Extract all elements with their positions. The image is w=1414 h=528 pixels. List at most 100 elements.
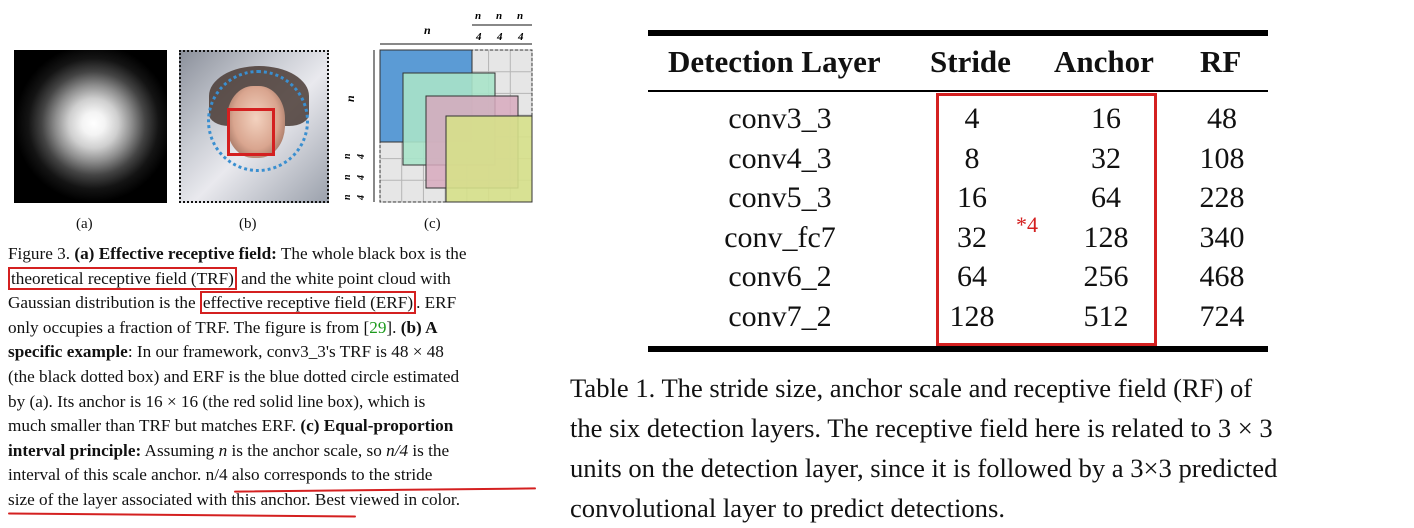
caption-text: by (a). Its anchor is 16 × 16 (the red s… xyxy=(8,391,426,411)
caption-text: (the black dotted box) and ERF is the bl… xyxy=(8,366,460,386)
caption-text: The whole black box is the xyxy=(276,244,467,263)
underlined-phrase: size of the layer associated with this a… xyxy=(8,489,307,509)
scale-annotation: *4 xyxy=(1016,212,1038,237)
svg-text:n: n xyxy=(517,10,523,22)
anchor-cell: 32 xyxy=(1091,141,1121,175)
caption-text: . ERF xyxy=(416,293,457,313)
caption-text: interval principle: xyxy=(8,440,142,460)
caption-text: n/4 xyxy=(386,440,409,460)
anchor-cell: 256 xyxy=(1083,260,1129,294)
caption-line: only occupies a fraction of TRF. The fig… xyxy=(8,316,536,341)
stride-cell: 16 xyxy=(957,181,987,215)
panel-c-label: (c) xyxy=(424,216,441,232)
layer-cell: conv6_2 xyxy=(728,260,832,294)
rf-cell: 724 xyxy=(1199,300,1245,333)
rf-cell: 228 xyxy=(1199,181,1245,215)
anchor-box xyxy=(227,108,275,156)
caption-text: interval of this scale anchor. xyxy=(8,465,206,485)
caption-text: is the xyxy=(408,440,450,460)
rf-cell: 468 xyxy=(1199,260,1245,294)
svg-text:n: n xyxy=(342,194,353,200)
anchor-cell: 16 xyxy=(1091,102,1121,135)
underline-mark xyxy=(7,512,357,518)
caption-text: (c) Equal-proportion xyxy=(300,416,454,436)
table-top-rule xyxy=(648,30,1268,36)
caption-text: (a) Effective receptive field: xyxy=(74,244,277,263)
highlighted-term: effective receptive field (ERF) xyxy=(199,291,417,315)
stride-anchor-highlight-box xyxy=(936,93,1157,346)
table-caption-line: units on the detection layer, since it i… xyxy=(570,453,1278,483)
layer-cell: conv5_3 xyxy=(728,181,832,215)
layer-cell: conv_fc7 xyxy=(724,220,836,254)
citation-link[interactable]: 29 xyxy=(369,317,387,337)
underlined-phrase: n/4 also corresponds to the stride xyxy=(205,465,433,485)
caption-line: size of the layer associated with this a… xyxy=(8,488,536,513)
effective-receptive-field-image xyxy=(14,50,167,203)
panel-a-label: (a) xyxy=(76,216,93,232)
caption-line: much smaller than TRF but matches ERF. (… xyxy=(8,414,536,439)
stride-cell: 8 xyxy=(964,141,980,175)
table-caption-line: Table 1. The stride size, anchor scale a… xyxy=(570,373,1253,403)
rf-cell: 108 xyxy=(1199,141,1245,175)
caption-text: much smaller than TRF but matches ERF. xyxy=(8,416,301,436)
header-rf: RF xyxy=(1200,44,1242,79)
caption-text: specific example xyxy=(8,342,128,362)
table-caption-line: the six detection layers. The receptive … xyxy=(570,413,1273,443)
svg-text:n: n xyxy=(475,10,481,22)
svg-text:n: n xyxy=(342,174,353,180)
caption-line: (the black dotted box) and ERF is the bl… xyxy=(8,365,536,390)
anchor-cell: 128 xyxy=(1083,220,1129,254)
caption-text: only occupies a fraction of TRF. The fig… xyxy=(8,317,370,337)
caption-text: is the anchor scale, so xyxy=(227,440,387,460)
caption-line: interval principle: Assuming n is the an… xyxy=(8,439,536,464)
stride-cell: 32 xyxy=(957,220,987,254)
erf-circle xyxy=(207,70,309,172)
caption-text: n xyxy=(218,440,228,460)
svg-text:4: 4 xyxy=(356,154,367,160)
layer-cell: conv7_2 xyxy=(728,300,832,333)
caption-line: Gaussian distribution is the effective r… xyxy=(8,291,536,316)
header-detection-layer: Detection Layer xyxy=(668,44,881,79)
header-anchor: Anchor xyxy=(1054,44,1154,79)
caption-text: . Best viewed in color. xyxy=(306,489,461,509)
figure-caption: Figure 3. (a) Effective receptive field:… xyxy=(8,242,536,513)
caption-text: ]. xyxy=(386,317,401,337)
caption-line: by (a). Its anchor is 16 × 16 (the red s… xyxy=(8,390,536,415)
table-caption: Table 1. The stride size, anchor scale a… xyxy=(570,368,1360,528)
caption-line: theoretical receptive field (TRF) and th… xyxy=(8,266,536,292)
svg-text:4: 4 xyxy=(356,195,367,201)
caption-text: Figure 3. xyxy=(8,244,75,263)
caption-line: interval of this scale anchor. n/4 also … xyxy=(8,463,536,488)
diagram-top-n: n xyxy=(424,23,431,37)
svg-text:n: n xyxy=(496,10,502,22)
table-bottom-rule xyxy=(648,346,1268,352)
svg-text:4: 4 xyxy=(356,175,367,181)
table-caption-line: convolutional layer to predict detection… xyxy=(570,493,1005,523)
svg-text:4: 4 xyxy=(475,31,482,43)
caption-line: Figure 3. (a) Effective receptive field:… xyxy=(8,242,536,267)
caption-text: : In our framework, conv3_3's TRF is 48 … xyxy=(127,342,444,362)
rf-cell: 340 xyxy=(1199,220,1245,254)
caption-text: Assuming xyxy=(141,440,219,460)
table-header-rule xyxy=(648,90,1268,92)
panel-b-label: (b) xyxy=(239,216,257,232)
svg-text:4: 4 xyxy=(496,31,503,43)
stride-cell: 4 xyxy=(964,102,980,135)
svg-text:n: n xyxy=(342,153,353,159)
header-stride: Stride xyxy=(930,44,1011,79)
caption-text: and the white point cloud with xyxy=(236,268,451,288)
caption-text: (b) A xyxy=(400,317,438,337)
layer-cell: conv4_3 xyxy=(728,141,832,175)
stride-cell: 64 xyxy=(957,260,987,294)
svg-text:4: 4 xyxy=(517,31,524,43)
equal-proportion-diagram: n n 4 n 4 n 4 n n 4 n 4 n 4 xyxy=(342,10,533,203)
anchor-square-yellow xyxy=(445,115,533,203)
anchor-cell: 64 xyxy=(1091,181,1121,215)
caption-line: specific example: In our framework, conv… xyxy=(8,340,536,365)
stride-cell: 128 xyxy=(949,300,995,333)
caption-text: Gaussian distribution is the xyxy=(8,293,200,313)
diagram-left-n: n xyxy=(343,95,357,102)
specific-example-image xyxy=(179,50,329,203)
layer-cell: conv3_3 xyxy=(728,102,832,135)
anchor-cell: 512 xyxy=(1083,300,1129,333)
